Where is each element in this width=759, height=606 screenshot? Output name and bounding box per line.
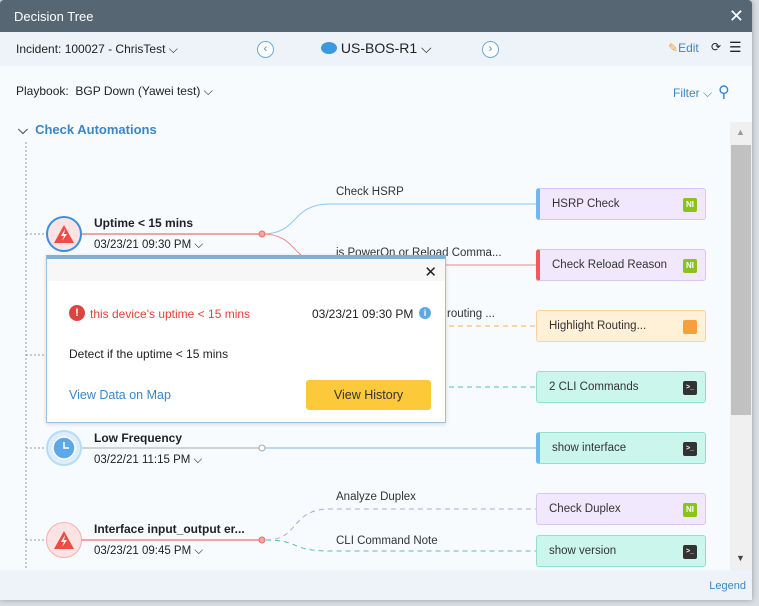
clock-node-icon[interactable] [46, 430, 82, 466]
notebook-icon [683, 320, 697, 334]
refresh-icon[interactable]: ⟳ [711, 40, 722, 54]
ni-icon: NI [683, 503, 697, 517]
automation-card[interactable]: show interface >_ [536, 432, 706, 464]
playbook-value: BGP Down (Yawei test) [75, 84, 201, 98]
node-time: 03/22/21 11:15 PM [94, 454, 191, 466]
popup-header [47, 259, 445, 281]
playbook-label: Playbook: [16, 84, 69, 98]
footer: Legend [0, 570, 752, 600]
node-time-dropdown[interactable]: 03/23/21 09:45 PM ⌵ [94, 545, 204, 557]
node-detail-popup: ✕ ! this device's uptime < 15 mins 03/23… [46, 255, 446, 423]
search-icon[interactable]: ⚲ [718, 84, 730, 101]
card-label: 2 CLI Commands [549, 381, 639, 393]
filter-label: Filter [673, 86, 700, 100]
chevron-down-icon: ⌵ [203, 84, 213, 98]
popup-time: 03/23/21 09:30 PM [312, 307, 414, 321]
chevron-down-icon: ⌵ [421, 40, 432, 56]
error-icon: ! [69, 305, 85, 321]
section-check-automations[interactable]: ⌵ Check Automations [18, 122, 157, 138]
card-label: Check Duplex [549, 503, 621, 515]
node-title[interactable]: Low Frequency [94, 431, 183, 445]
branch-label: Check HSRP [336, 186, 404, 198]
alert-node-icon[interactable] [46, 522, 82, 558]
device-name: US-BOS-R1 [340, 40, 418, 56]
alert-node-icon[interactable] [46, 216, 82, 252]
toolbar: Incident: 100027 - ChrisTest ⌵ ‹ US-BOS-… [0, 32, 752, 66]
branch-label: routing ... [447, 308, 495, 320]
node-title[interactable]: Uptime < 15 mins [94, 216, 194, 230]
card-label: Highlight Routing... [549, 320, 647, 332]
branch-label: CLI Command Note [336, 535, 438, 547]
view-data-on-map-link[interactable]: View Data on Map [69, 388, 171, 402]
playbook-selector[interactable]: Playbook: BGP Down (Yawei test) ⌵ [16, 84, 213, 99]
edit-label: Edit [678, 41, 699, 55]
info-icon[interactable]: i [419, 307, 431, 319]
automation-card[interactable]: show version >_ [536, 535, 706, 567]
terminal-icon: >_ [683, 545, 697, 559]
close-icon[interactable]: ✕ [728, 6, 744, 26]
next-device-button[interactable]: › [482, 41, 499, 58]
card-label: HSRP Check [552, 198, 620, 210]
chevron-down-icon: ⌵ [168, 42, 178, 56]
section-title: Check Automations [35, 122, 157, 137]
terminal-icon: >_ [683, 381, 697, 395]
menu-icon[interactable]: ☰ [729, 39, 742, 55]
scrollbar-thumb[interactable] [731, 145, 751, 415]
incident-label: Incident: 100027 - ChrisTest [16, 42, 166, 56]
incident-selector[interactable]: Incident: 100027 - ChrisTest ⌵ [16, 42, 178, 57]
node-title[interactable]: Interface input_output er... [94, 522, 245, 536]
device-icon [321, 42, 337, 54]
node-time: 03/23/21 09:30 PM [94, 239, 192, 251]
automation-card[interactable]: Check Reload Reason NI [536, 249, 706, 281]
card-label: show version [549, 545, 617, 557]
view-history-button[interactable]: View History [306, 380, 431, 410]
card-label: show interface [552, 442, 627, 454]
legend-link[interactable]: Legend [709, 580, 746, 592]
popup-alert: this device's uptime < 15 mins [90, 307, 251, 321]
scrollbar[interactable]: ▲ ▼ [730, 122, 752, 570]
automation-card[interactable]: Check Duplex NI [536, 493, 706, 525]
popup-description: Detect if the uptime < 15 mins [69, 347, 229, 361]
window-title: Decision Tree [14, 9, 94, 24]
automation-card[interactable]: HSRP Check NI [536, 188, 706, 220]
terminal-icon: >_ [683, 442, 697, 456]
scroll-down-icon[interactable]: ▼ [736, 553, 745, 563]
automation-card[interactable]: Highlight Routing... [536, 310, 706, 342]
tree-connectors [25, 142, 536, 570]
chevron-down-icon: ⌵ [18, 122, 28, 137]
device-selector[interactable]: US-BOS-R1 ⌵ [321, 40, 432, 57]
ni-icon: NI [683, 259, 697, 273]
close-icon[interactable]: ✕ [424, 264, 437, 281]
node-time: 03/23/21 09:45 PM [94, 545, 192, 557]
filter-button[interactable]: Filter ⌵ [673, 86, 713, 100]
node-time-dropdown[interactable]: 03/23/21 09:30 PM ⌵ [94, 239, 204, 251]
automation-card[interactable]: 2 CLI Commands >_ [536, 371, 706, 403]
title-bar: Decision Tree ✕ [0, 0, 752, 32]
card-label: Check Reload Reason [552, 259, 668, 271]
node-time-dropdown[interactable]: 03/22/21 11:15 PM ⌵ [94, 454, 203, 466]
ni-icon: NI [683, 198, 697, 212]
prev-device-button[interactable]: ‹ [257, 41, 274, 58]
branch-label: Analyze Duplex [336, 491, 416, 503]
pencil-icon: ✎ [668, 41, 679, 55]
scroll-up-icon[interactable]: ▲ [736, 127, 745, 137]
edit-button[interactable]: ✎Edit [668, 41, 699, 55]
